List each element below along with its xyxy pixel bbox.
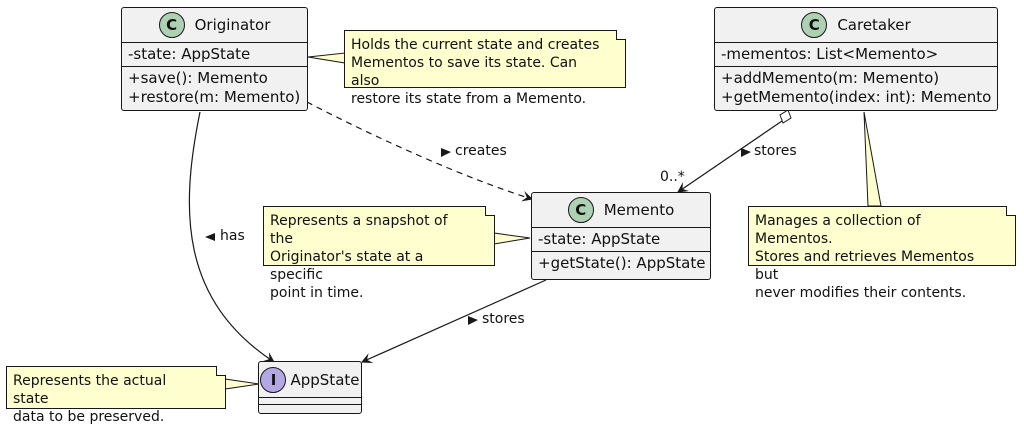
field: -mementos: List<Memento> (721, 45, 939, 63)
originator-fields: -state: AppState (122, 43, 307, 67)
appstate-interface[interactable]: I AppState (258, 361, 362, 414)
stores-direction-arrow-top (741, 148, 751, 157)
method: +getState(): AppState (538, 254, 706, 272)
note-line: Mementos to save its state. Can also (351, 55, 578, 89)
appstate-fields (259, 398, 361, 405)
field: -state: AppState (128, 45, 251, 63)
note-connectors (224, 52, 882, 390)
originator-note-connector (307, 52, 346, 64)
field: -state: AppState (538, 230, 661, 248)
appstate-header: I AppState (259, 362, 361, 398)
caretaker-stores-label: stores (754, 143, 797, 159)
appstate-methods (259, 405, 361, 411)
note-fold-icon (616, 30, 626, 40)
note-line: restore its state from a Memento. (351, 91, 587, 107)
memento-note: Represents a snapshot of the Originator'… (263, 206, 495, 301)
note-line: Represents a snapshot of the (270, 213, 448, 247)
note-fold-icon (216, 366, 226, 376)
originator-note: Holds the current state and creates Meme… (344, 30, 626, 107)
note-fold-icon (1006, 206, 1016, 216)
memento-class[interactable]: C Memento -state: AppState +getState(): … (531, 192, 711, 280)
note-line: never modifies their contents. (755, 285, 967, 301)
method: +addMemento(m: Memento) (721, 69, 940, 87)
memento-name: Memento (603, 201, 675, 219)
memento-stores-line (361, 279, 547, 363)
stores-direction-arrow-bottom (468, 316, 478, 325)
has-direction-arrow (205, 233, 215, 241)
class-badge-icon: C (801, 12, 828, 38)
interface-badge-icon: I (260, 366, 287, 393)
appstate-name: AppState (290, 370, 360, 389)
caretaker-stores-line (677, 120, 783, 193)
aggregation-diamond (779, 109, 792, 124)
memento-note-connector (493, 232, 531, 245)
caretaker-class[interactable]: C Caretaker -mementos: List<Memento> +ad… (714, 7, 998, 111)
memento-fields: -state: AppState (532, 228, 710, 252)
caretaker-header: C Caretaker (715, 8, 997, 43)
appstate-note-connector (224, 378, 260, 390)
note-line: Holds the current state and creates (351, 37, 600, 53)
has-relation-line (188, 111, 275, 363)
memento-header: C Memento (532, 193, 710, 228)
memento-stores-label: stores (482, 311, 525, 327)
class-badge-icon: C (158, 12, 185, 38)
originator-header: C Originator (122, 8, 307, 43)
method: +getMemento(index: int): Memento (721, 88, 992, 106)
note-fold-icon (485, 206, 495, 216)
creates-direction-arrow (441, 148, 451, 157)
note-line: point in time. (270, 285, 364, 301)
note-line: Manages a collection of Mementos. (755, 213, 921, 247)
multiplicity-label: 0..* (660, 169, 685, 185)
class-badge-icon: C (567, 197, 594, 223)
method: +restore(m: Memento) (128, 88, 301, 106)
originator-class[interactable]: C Originator -state: AppState +save(): M… (121, 7, 308, 111)
appstate-note: Represents the actual state data to be p… (6, 366, 226, 425)
has-label: has (220, 228, 245, 244)
caretaker-note-connector (863, 111, 882, 207)
method: +save(): Memento (128, 69, 268, 87)
note-line: Represents the actual state (13, 373, 167, 407)
creates-label: creates (455, 143, 507, 159)
originator-name: Originator (194, 16, 271, 34)
originator-methods: +save(): Memento +restore(m: Memento) (122, 67, 307, 109)
note-line: data to be preserved. (13, 409, 165, 425)
note-line: Stores and retrieves Mementos but (755, 249, 975, 283)
caretaker-note: Manages a collection of Mementos. Stores… (748, 206, 1016, 301)
note-line: Originator's state at a specific (270, 249, 424, 283)
memento-methods: +getState(): AppState (532, 252, 710, 275)
caretaker-name: Caretaker (837, 16, 911, 34)
caretaker-methods: +addMemento(m: Memento) +getMemento(inde… (715, 67, 997, 109)
caretaker-fields: -mementos: List<Memento> (715, 43, 997, 67)
